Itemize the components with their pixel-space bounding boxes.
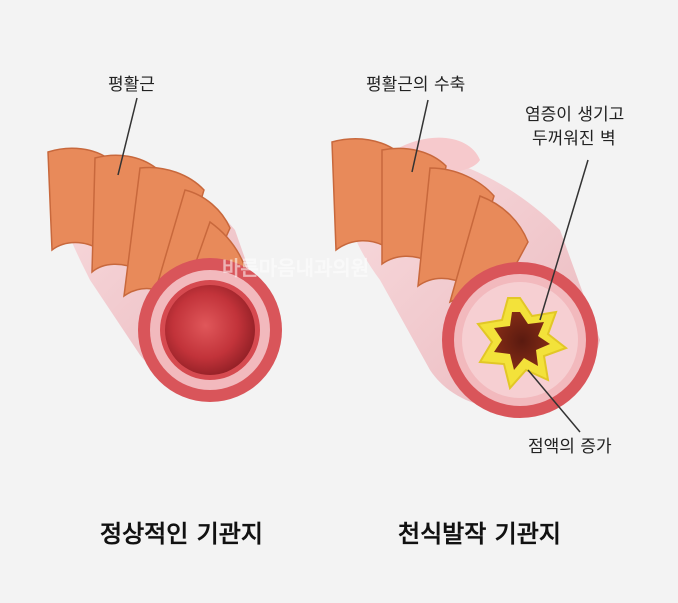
asthma-mucus-pointer	[527, 369, 581, 433]
label-normal-smooth-muscle: 평활근	[108, 75, 155, 95]
asthma-contraction-pointer	[411, 99, 429, 173]
label-mucus-increase: 점액의 증가	[528, 437, 612, 457]
label-muscle-contraction: 평활근의 수축	[366, 75, 466, 95]
normal-muscle-pointer	[117, 97, 138, 176]
watermark: 바른마음내과의원	[222, 256, 370, 280]
asthma-wall-pointer	[539, 159, 589, 321]
normal-lumen	[165, 285, 255, 375]
asthma-bronchus	[331, 99, 600, 433]
asthma-narrow-lumen	[494, 312, 550, 370]
caption-normal-bronchus: 정상적인 기관지	[100, 520, 263, 548]
normal-bronchus	[47, 97, 282, 402]
label-inflamed-wall-line1: 염증이 생기고	[525, 105, 625, 125]
label-inflamed-wall-line2: 두꺼워진 벽	[532, 129, 616, 149]
caption-asthma-bronchus: 천식발작 기관지	[398, 520, 561, 548]
